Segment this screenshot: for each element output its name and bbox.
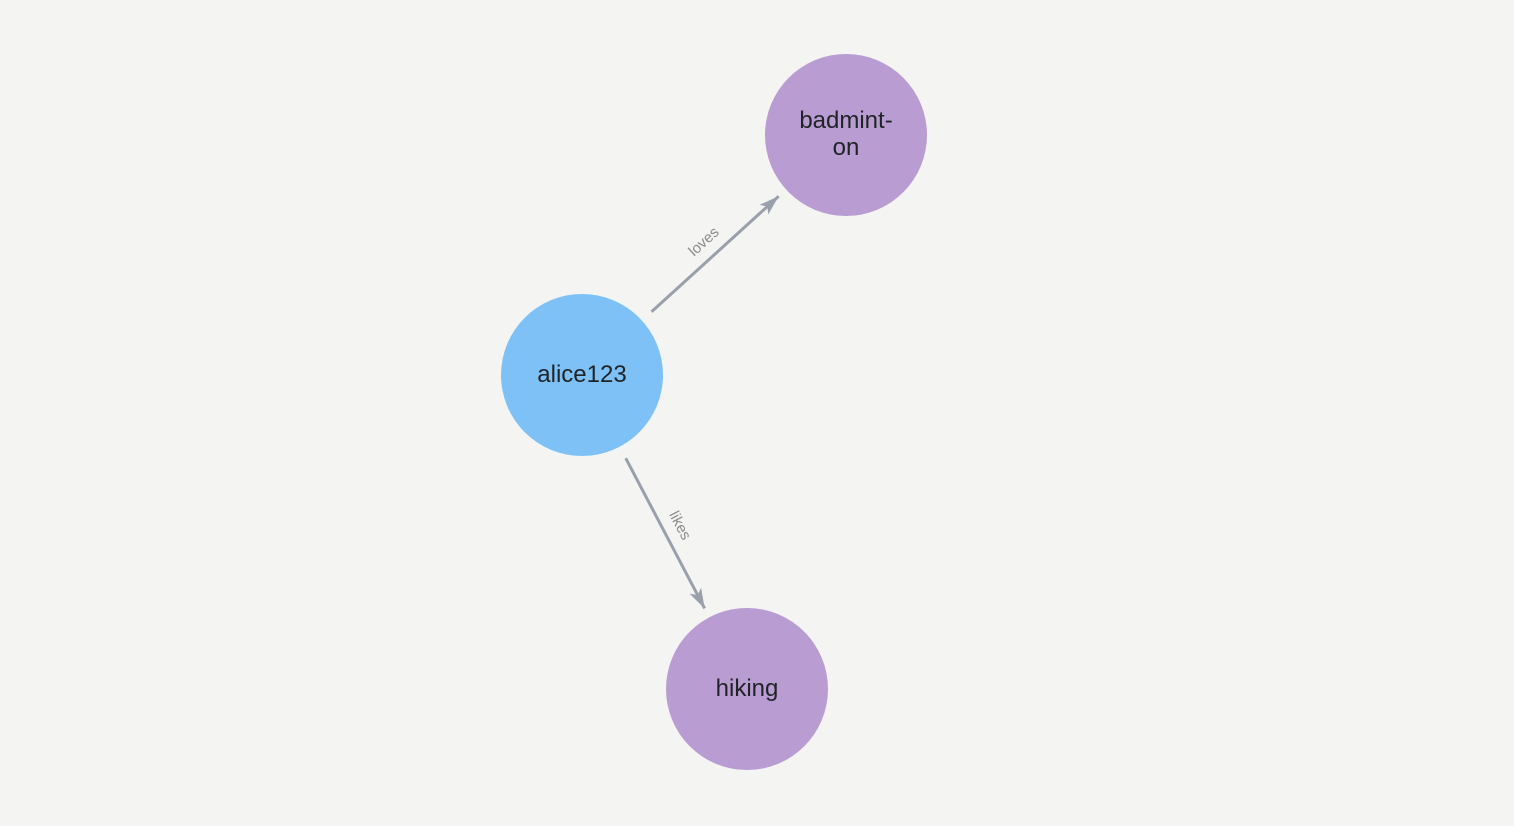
edge-likes: likes [624, 457, 706, 610]
node-badminton[interactable]: badmint- on [765, 54, 927, 216]
edge-loves-label: loves [685, 224, 722, 260]
edge-loves: loves [650, 195, 780, 313]
edge-likes-line[interactable] [624, 457, 706, 610]
node-alice123-label: alice123 [537, 360, 627, 388]
node-alice123[interactable]: alice123 [501, 294, 663, 456]
node-hiking[interactable]: hiking [666, 608, 828, 770]
node-badminton-label: badmint- on [799, 107, 893, 161]
edge-likes-label: likes [665, 508, 694, 542]
edge-loves-line[interactable] [650, 195, 780, 313]
node-hiking-label: hiking [715, 674, 779, 702]
